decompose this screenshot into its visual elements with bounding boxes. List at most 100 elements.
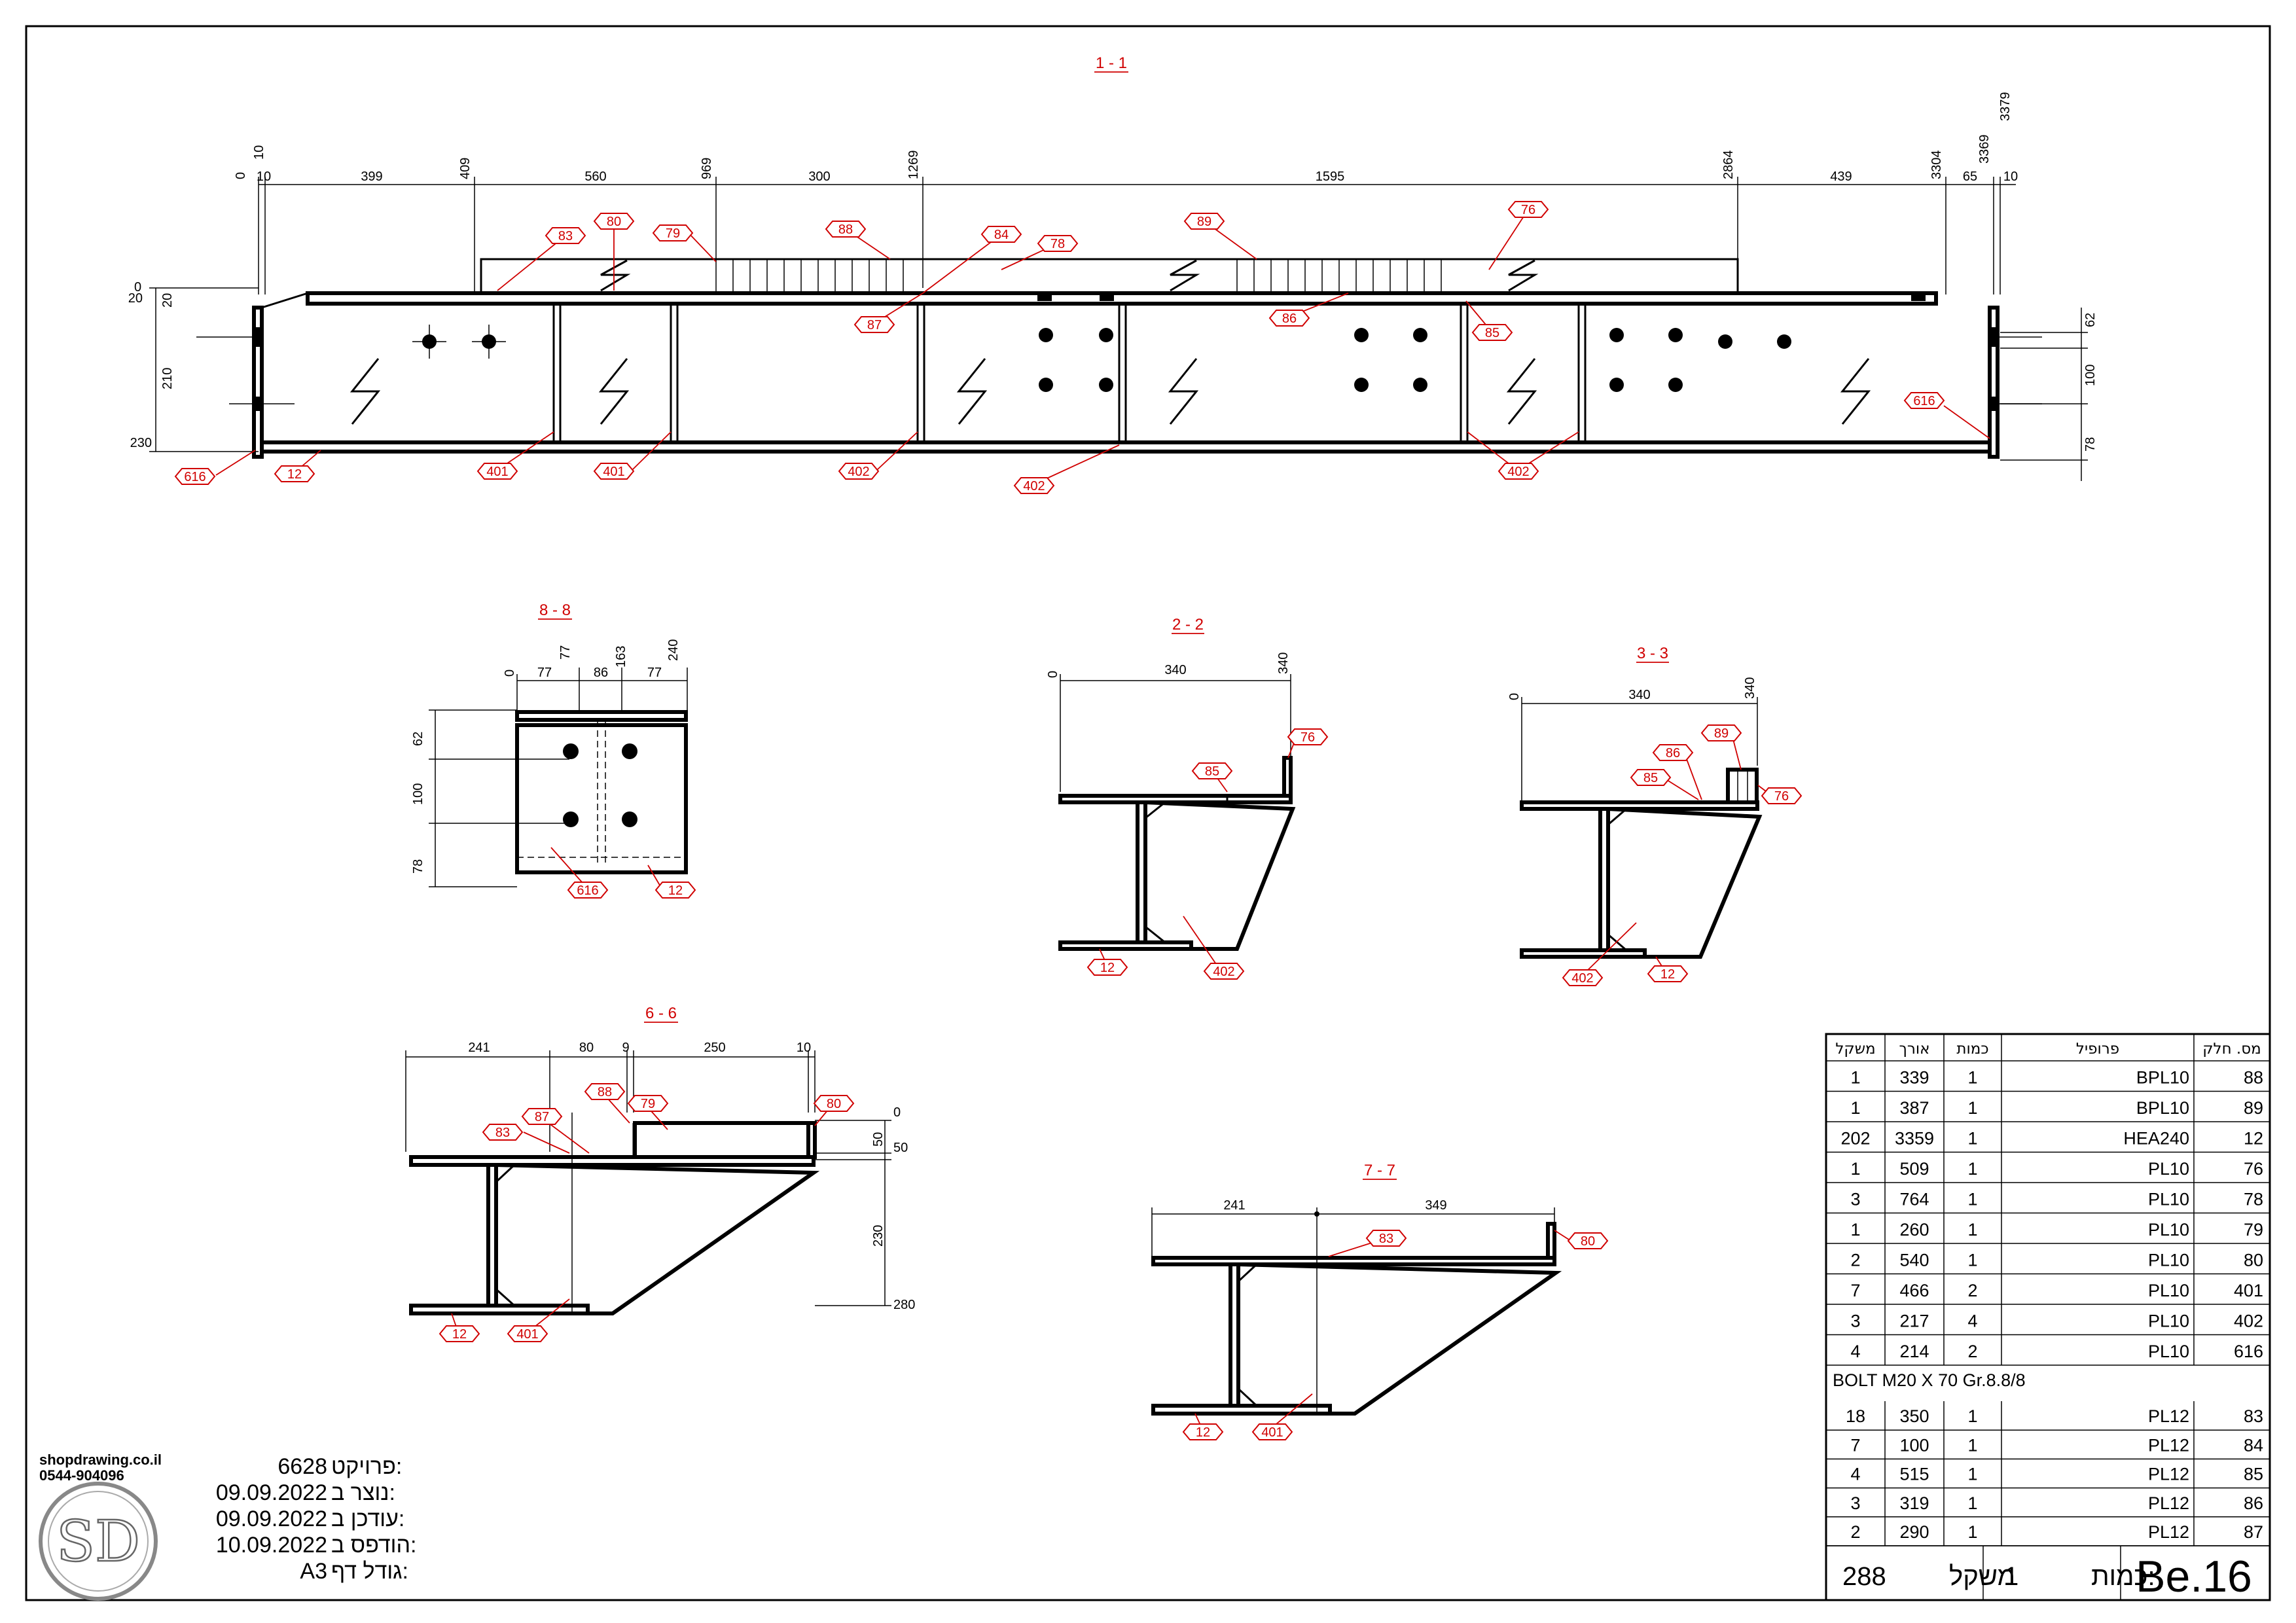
bom-cell: 260 — [1899, 1220, 1929, 1240]
tag-label: 402 — [848, 465, 869, 479]
dim-label: 10 — [797, 1041, 811, 1055]
bom-cell: 1 — [1967, 1493, 1977, 1513]
tag-label: 616 — [577, 883, 598, 898]
bom-cell: 1 — [1850, 1068, 1860, 1088]
bom-cell: 80 — [2244, 1251, 2263, 1270]
tag-label: 76 — [1300, 730, 1315, 745]
project-label: פרויקט: — [331, 1454, 402, 1479]
bom-cell: 319 — [1899, 1493, 1929, 1513]
dim-label: 0 — [134, 280, 141, 294]
bom-cell: 1 — [1967, 1220, 1977, 1240]
bom-cell: 2 — [1850, 1251, 1860, 1270]
bom-cell: PL10 — [2148, 1220, 2189, 1240]
dim-label: 163 — [614, 646, 628, 668]
dim-label: 241 — [1223, 1198, 1245, 1213]
dim-label: 340 — [1743, 677, 1757, 699]
bom-header: כמות — [1956, 1041, 1988, 1058]
logo-phone: 0544-904096 — [39, 1467, 124, 1484]
bom-cell: 84 — [2244, 1435, 2263, 1455]
section-3-3: 3 - 3 0 340 340 89 86 85 76 402 12 — [1507, 645, 1802, 986]
section-title: 1 - 1 — [1096, 54, 1127, 72]
bom-header: מס. חלק — [2202, 1041, 2261, 1058]
total-weight: 288 — [1842, 1562, 1886, 1591]
tag-label: 87 — [867, 318, 882, 332]
tag-label: 84 — [994, 228, 1009, 242]
logo-website: shopdrawing.co.il — [39, 1452, 162, 1468]
bom-header: משקל — [1835, 1041, 1875, 1058]
dim-label: 3379 — [1998, 92, 2013, 122]
section-6-6: 6 - 6 241 80 9 250 10 0 50 50 230 280 — [405, 1005, 915, 1342]
dim-label: 0 — [1046, 671, 1060, 678]
bom-cell: 616 — [2234, 1342, 2263, 1361]
dim-label: 78 — [2083, 437, 2098, 452]
bom-cell: 217 — [1899, 1311, 1929, 1331]
tag-label: 85 — [1205, 764, 1219, 779]
tag-label: 402 — [1213, 965, 1234, 979]
bom-cell: 1 — [1850, 1220, 1860, 1240]
dim-label: 80 — [579, 1041, 594, 1055]
bom-cell: PL12 — [2148, 1522, 2189, 1542]
dim-label: 2864 — [1721, 151, 1736, 180]
tag-label: 12 — [1660, 967, 1675, 982]
dim-label: 1269 — [906, 151, 921, 180]
bom-cell: 509 — [1899, 1159, 1929, 1179]
dim-label: 1595 — [1316, 169, 1345, 184]
dim-label: 62 — [411, 732, 425, 746]
dim-label: 20 — [160, 293, 175, 308]
section-title: 6 - 6 — [645, 1005, 677, 1022]
tag-label: 401 — [516, 1327, 538, 1342]
dim-label: 280 — [893, 1298, 915, 1312]
printed-date: 10.09.2022 — [216, 1533, 327, 1558]
updated-label: עודכן ב: — [331, 1507, 404, 1531]
part-tags: 83 80 79 88 84 78 89 76 87 86 85 616 616… — [175, 201, 1945, 494]
tag-label: 616 — [1913, 394, 1935, 408]
tag-label: 89 — [1197, 215, 1211, 229]
bom-cell: PL10 — [2148, 1281, 2189, 1300]
bom-cell: 202 — [1840, 1129, 1870, 1149]
dim-label: 10 — [257, 169, 271, 184]
bom-cell: PL12 — [2148, 1493, 2189, 1513]
bom-cell: 3 — [1850, 1493, 1860, 1513]
bom-cell: 466 — [1899, 1281, 1929, 1300]
bom-cell: 1 — [1967, 1406, 1977, 1426]
dim-label: 0 — [503, 669, 517, 677]
tag-label: 83 — [558, 229, 573, 243]
created-date: 09.09.2022 — [216, 1480, 327, 1505]
tag-label: 402 — [1023, 479, 1045, 493]
printed-label: הודפס ב: — [331, 1533, 416, 1558]
bom-cell: 540 — [1899, 1251, 1929, 1270]
dim-label: 78 — [411, 859, 425, 874]
tag-label: 85 — [1643, 771, 1658, 785]
bom-cell: 3 — [1850, 1190, 1860, 1209]
dim-label: 100 — [2083, 365, 2098, 386]
bom-cell: PL10 — [2148, 1159, 2189, 1179]
dim-label: 340 — [1276, 652, 1291, 674]
bom-cell: PL10 — [2148, 1342, 2189, 1361]
bom-header: פרופיל — [2076, 1041, 2119, 1058]
bom-cell: 1 — [1967, 1098, 1977, 1118]
tag-label: 88 — [838, 223, 853, 237]
tag-label: 83 — [495, 1126, 510, 1140]
bom-cell: 1 — [1967, 1251, 1977, 1270]
top-ordinates: 0 10 409 969 1269 2864 3304 3369 3379 — [234, 92, 2013, 180]
section-8-8: 8 - 8 0 77 86 77 77 163 240 62 100 78 — [411, 601, 696, 899]
bom-cell: 4 — [1850, 1465, 1860, 1484]
dim-label: 300 — [808, 169, 830, 184]
bom-cell: PL10 — [2148, 1311, 2189, 1331]
bom-cell: 1 — [1967, 1159, 1977, 1179]
dim-label: 77 — [647, 666, 662, 680]
bom-cell: PL10 — [2148, 1190, 2189, 1209]
beam-elevation — [196, 258, 2042, 459]
tag-label: 88 — [598, 1085, 612, 1099]
tag-label: 401 — [603, 465, 624, 479]
dim-label: 3304 — [1929, 151, 1944, 180]
tag-label: 85 — [1485, 326, 1499, 340]
tag-label: 12 — [287, 467, 302, 482]
bom-cell: 764 — [1899, 1190, 1929, 1209]
bom-cell: 3 — [1850, 1311, 1860, 1331]
bom-cell: BPL10 — [2136, 1068, 2189, 1088]
bom-cell: 7 — [1850, 1281, 1860, 1300]
dim-label: 77 — [558, 645, 573, 660]
